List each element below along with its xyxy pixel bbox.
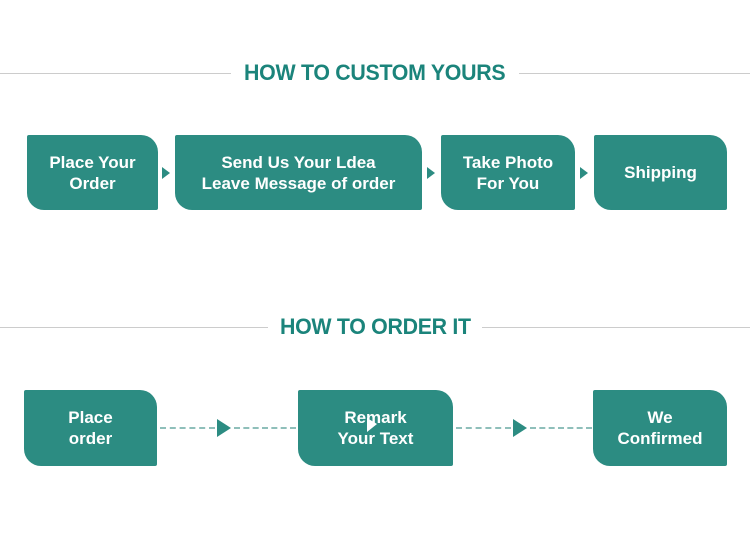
right-arrow-icon bbox=[427, 167, 435, 179]
divider-line-left bbox=[0, 72, 232, 74]
step-label-line: We bbox=[647, 408, 673, 427]
step-label-line: Remark bbox=[344, 408, 407, 427]
step-label-line: Send Us Your Ldea bbox=[221, 152, 376, 172]
step-label-line: Order bbox=[69, 173, 116, 193]
dashed-connector bbox=[234, 427, 296, 429]
step-box-take-photo: Take Photo For You bbox=[441, 135, 575, 210]
step-label-line: Your Text bbox=[337, 429, 414, 448]
right-arrowhead-icon bbox=[513, 419, 527, 437]
step-label-line: Place Your bbox=[49, 152, 136, 172]
dashed-connector bbox=[160, 427, 215, 429]
section-title-order: HOW TO ORDER IT bbox=[279, 314, 471, 339]
divider-line-left bbox=[0, 326, 268, 328]
section-header-custom: HOW TO CUSTOM YOURS bbox=[0, 60, 750, 86]
step-label-line: Take Photo bbox=[462, 152, 554, 172]
step-box-remark-your-text: Remark Your Text bbox=[298, 390, 453, 466]
step-box-shipping: Shipping bbox=[594, 135, 727, 210]
section-header-order: HOW TO ORDER IT bbox=[0, 314, 750, 340]
step-label-line: order bbox=[68, 429, 113, 448]
cursor-icon bbox=[367, 418, 377, 432]
right-arrow-icon bbox=[580, 167, 588, 179]
dashed-connector bbox=[530, 427, 592, 429]
step-box-we-confirmed: We Confirmed bbox=[593, 390, 727, 466]
dashed-connector bbox=[456, 427, 511, 429]
step-label-line: Confirmed bbox=[617, 429, 703, 448]
right-arrowhead-icon bbox=[217, 419, 231, 437]
right-arrow-icon bbox=[162, 167, 170, 179]
step-label-line: Leave Message of order bbox=[201, 173, 396, 193]
divider-line-right bbox=[482, 326, 750, 328]
step-label-line: Shipping bbox=[624, 163, 697, 182]
section-title-custom: HOW TO CUSTOM YOURS bbox=[244, 60, 506, 85]
step-box-send-us-your-idea: Send Us Your Ldea Leave Message of order bbox=[175, 135, 422, 210]
divider-line-right bbox=[518, 72, 750, 74]
step-label-line: For You bbox=[476, 173, 540, 193]
step-label-line: Place bbox=[68, 408, 113, 427]
step-box-place-your-order: Place Your Order bbox=[27, 135, 158, 210]
step-box-place-order: Place order bbox=[24, 390, 157, 466]
